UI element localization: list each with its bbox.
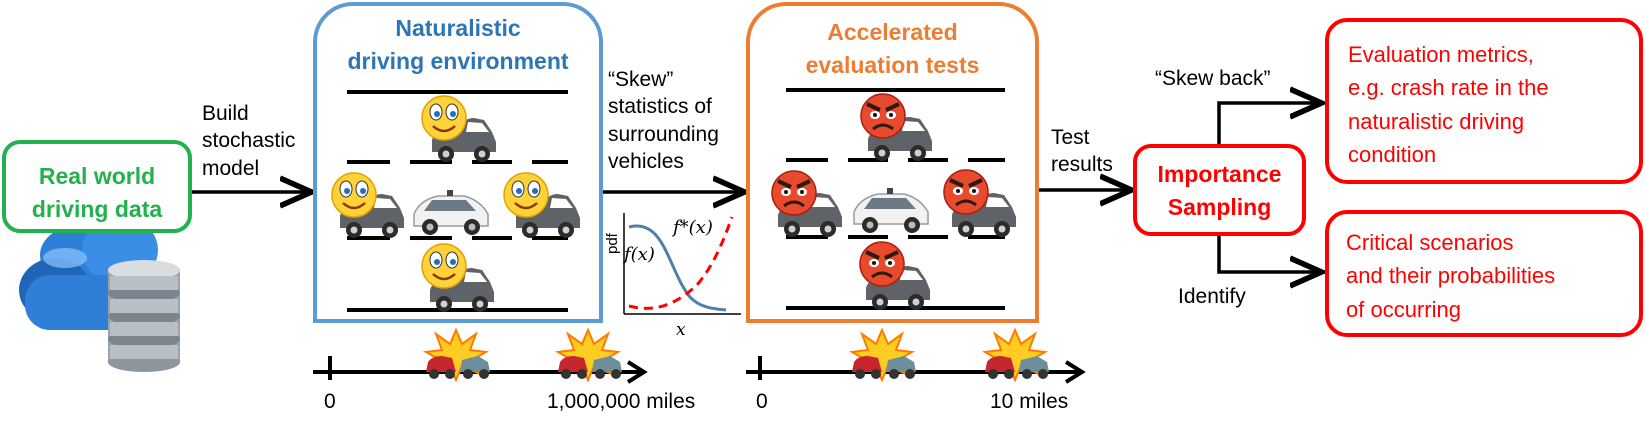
real-world-data-label: Real world driving data <box>2 160 192 227</box>
critical-scenarios-box <box>1325 210 1643 337</box>
skew-line1: “Skew” <box>608 68 674 91</box>
naturalistic-title: Naturalistic driving environment <box>313 12 603 79</box>
skew-statistics-label: “Skew” statistics of surrounding vehicle… <box>608 66 719 175</box>
test-results-label: Test results <box>1051 124 1113 179</box>
accelerated-title-line1: Accelerated <box>827 19 958 45</box>
build-model-line1: Build <box>202 102 249 125</box>
test-results-line1: Test <box>1051 126 1090 149</box>
evaluation-metrics-line1: Evaluation metrics, <box>1348 42 1534 67</box>
test-results-line2: results <box>1051 153 1113 177</box>
evaluation-metrics-line4: condition <box>1348 142 1437 168</box>
importance-sampling-line2: Sampling <box>1167 194 1272 221</box>
importance-sampling-box <box>1133 144 1306 236</box>
evaluation-metrics-line2: e.g. crash rate in the <box>1348 75 1549 101</box>
critical-scenarios-line2: and their probabilities <box>1346 263 1556 289</box>
naturalistic-environment-box <box>313 2 603 323</box>
importance-sampling-line1: Importance <box>1157 161 1282 187</box>
build-model-line3: model <box>202 156 260 180</box>
cloud-database-icon <box>19 216 180 372</box>
axis-right-end: 10 miles <box>990 390 1069 413</box>
skew-back-label: “Skew back” <box>1155 67 1271 90</box>
crash-icon <box>425 329 491 381</box>
build-model-label: Build stochastic model <box>202 100 295 182</box>
evaluation-metrics-line3: naturalistic driving <box>1348 108 1525 134</box>
critical-scenarios-line3: of occurring <box>1346 296 1461 322</box>
importance-sampling-label: Importance Sampling <box>1133 158 1306 225</box>
critical-scenarios-line1: Critical scenarios <box>1346 230 1514 255</box>
critical-scenarios-text: Critical scenarios and their probabiliti… <box>1346 226 1555 326</box>
f-curve <box>628 224 727 312</box>
crash-icon <box>851 329 917 381</box>
evaluation-metrics-text: Evaluation metrics, e.g. crash rate in t… <box>1348 38 1549 172</box>
accelerated-title: Accelerated evaluation tests <box>746 16 1039 83</box>
crash-icon <box>557 329 623 381</box>
build-model-line2: stochastic <box>202 129 296 153</box>
real-world-line1: Real world <box>38 163 156 189</box>
naturalistic-title-line1: Naturalistic <box>395 15 521 41</box>
axis-naturalistic <box>313 329 648 384</box>
axis-left-end: 1,000,000 miles <box>547 390 696 413</box>
accelerated-tests-box <box>746 2 1039 323</box>
arrow-identify <box>1217 236 1318 272</box>
naturalistic-title-line2: driving environment <box>347 48 569 75</box>
skew-line3: surrounding <box>608 122 719 146</box>
f-star-label: f*(x) <box>673 217 713 238</box>
axis-right-start: 0 <box>756 390 768 413</box>
evaluation-metrics-box <box>1325 18 1643 184</box>
real-world-data-box <box>2 140 192 233</box>
skew-line2: statistics of <box>608 95 712 119</box>
f-label: f(x) <box>624 244 655 265</box>
axis-left-start: 0 <box>324 390 336 413</box>
real-world-line2: driving data <box>31 196 163 223</box>
axis-accelerated <box>746 329 1086 384</box>
identify-label: Identify <box>1178 285 1246 308</box>
crash-icon <box>984 329 1050 381</box>
f-star-curve <box>628 216 734 310</box>
skew-line4: vehicles <box>608 149 684 173</box>
pdf-xlabel: x <box>676 320 686 340</box>
accelerated-title-line2: evaluation tests <box>805 52 980 79</box>
arrow-skew-back <box>1217 103 1318 144</box>
